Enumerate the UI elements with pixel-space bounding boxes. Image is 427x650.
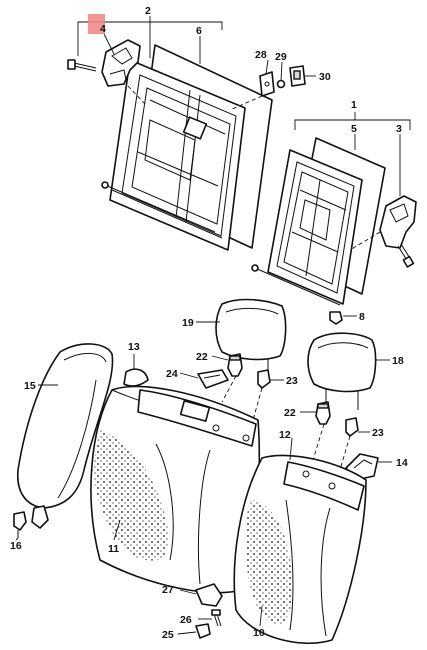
- backrest-cushion-10[interactable]: [233, 454, 367, 644]
- right-backrest-frame[interactable]: [251, 137, 386, 306]
- guide-sleeve-22-upper[interactable]: [227, 353, 243, 377]
- cover-part-24[interactable]: [197, 369, 229, 389]
- callout-11: 11: [108, 543, 119, 555]
- screw-part-29[interactable]: [276, 79, 286, 89]
- callout-3: 3: [396, 123, 402, 135]
- frame-lower-bar: [101, 181, 216, 233]
- callout-16: 16: [10, 540, 22, 552]
- guide-sleeve-22-lower[interactable]: [315, 401, 331, 425]
- guide-sleeve-23-upper[interactable]: [257, 369, 271, 389]
- callout-28: 28: [255, 49, 267, 61]
- callout-labels: 2 4 6 28 29 30 1 5 3 8 19 18 22 24 23 22…: [10, 5, 408, 641]
- callout-19: 19: [182, 317, 194, 329]
- callout-25: 25: [162, 629, 174, 641]
- callout-15: 15: [24, 380, 36, 392]
- callout-6: 6: [196, 25, 202, 37]
- callout-10: 10: [253, 627, 265, 639]
- callout-26: 26: [180, 614, 192, 626]
- latch-part-4[interactable]: [101, 39, 141, 87]
- head-restraint-19[interactable]: [215, 298, 287, 378]
- bolt-right: [397, 243, 415, 268]
- bracket-group-1: [294, 112, 411, 130]
- hook-part-13[interactable]: [123, 368, 149, 387]
- side-bolster-15[interactable]: [17, 343, 114, 529]
- screw-part-8[interactable]: [329, 311, 343, 325]
- callout-23-upper: 23: [286, 375, 298, 387]
- cover-part-27[interactable]: [195, 583, 223, 607]
- callout-5: 5: [351, 123, 357, 135]
- callout-14: 14: [396, 457, 408, 469]
- highlight-marker: [88, 14, 105, 34]
- leader-lines: [15, 22, 401, 635]
- callout-18: 18: [392, 355, 404, 367]
- clip-part-30[interactable]: [289, 65, 306, 87]
- callout-1: 1: [351, 99, 357, 111]
- latch-part-3[interactable]: [379, 195, 417, 249]
- clip-part-25[interactable]: [195, 623, 211, 639]
- screw-part-26[interactable]: [211, 609, 222, 627]
- clip-part-28[interactable]: [259, 71, 275, 97]
- bolt-left-top: [67, 59, 97, 72]
- callout-30: 30: [319, 71, 331, 83]
- callout-23-lower: 23: [372, 427, 384, 439]
- backrest-cushion-11[interactable]: [90, 385, 261, 594]
- callout-27: 27: [162, 584, 174, 596]
- callout-12: 12: [279, 429, 291, 441]
- callout-22-lower: 22: [284, 407, 296, 419]
- callout-13: 13: [128, 341, 140, 353]
- callout-24: 24: [166, 368, 178, 380]
- callout-22-upper: 22: [196, 351, 208, 363]
- callout-2: 2: [145, 5, 151, 17]
- head-restraint-18[interactable]: [307, 332, 377, 410]
- callout-8: 8: [359, 311, 365, 323]
- guide-sleeve-23-lower[interactable]: [345, 417, 359, 437]
- left-backrest-frame[interactable]: [109, 44, 273, 251]
- callout-4: 4: [100, 23, 106, 35]
- clip-part-16[interactable]: [13, 511, 27, 538]
- callout-29: 29: [275, 51, 287, 63]
